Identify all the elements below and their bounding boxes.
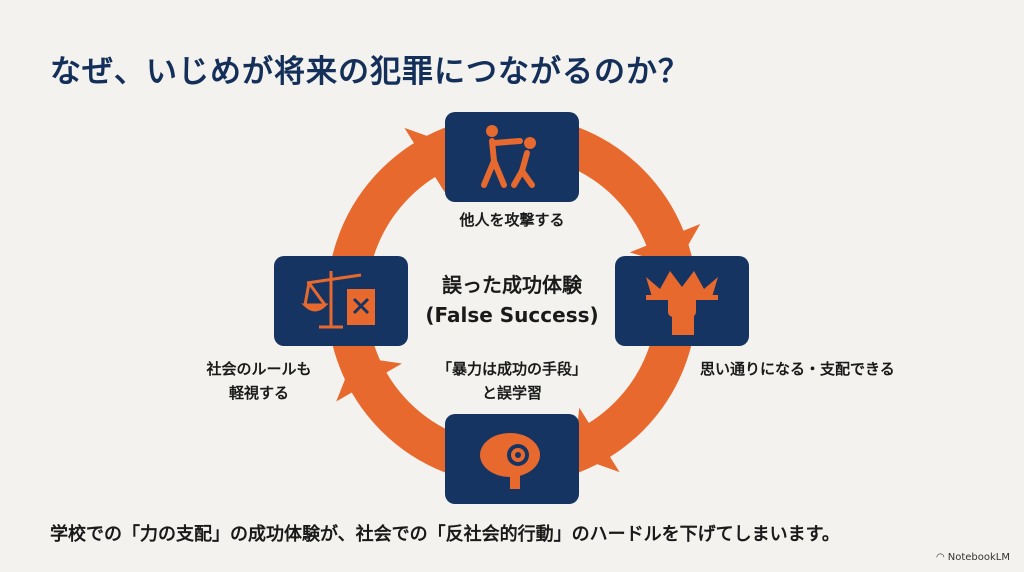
center-title: 誤った成功体験: [442, 273, 582, 297]
punch-icon: [481, 125, 536, 188]
arrowhead: [404, 127, 451, 193]
brand-name: NotebookLM: [947, 552, 1010, 563]
node-dominate: [615, 256, 749, 346]
notebooklm-icon: ◠: [936, 552, 945, 563]
fist-crown-icon: [646, 271, 718, 335]
node-dominate-label: 思い通りになる・支配できる: [700, 360, 895, 378]
node-ignore-rules-label: 社会のルールも 軽視する: [192, 357, 326, 405]
node-attack-label: 他人を攻撃する: [459, 211, 565, 229]
arrowhead: [629, 223, 701, 267]
label-line: 軽視する: [228, 384, 289, 402]
footer-summary: 学校での「力の支配」の成功体験が、社会での「反社会的行動」のハードルを下げてしま…: [50, 524, 840, 545]
arrowhead: [336, 356, 403, 402]
node-mislearn: [445, 414, 579, 504]
scale-book-icon: [301, 271, 375, 329]
label-line: 社会のルールも: [206, 360, 312, 378]
node-attack: [445, 112, 579, 202]
brand-logo: ◠ NotebookLM: [936, 552, 1010, 563]
center-caption: 誤った成功体験 (False Success): [412, 270, 612, 330]
mislearning-note: 「暴力は成功の手段」 と誤学習: [412, 357, 612, 405]
note-line: と誤学習: [481, 384, 542, 402]
node-ignore-rules: [274, 256, 408, 346]
brain-gear-icon: [480, 433, 540, 489]
arrowhead: [573, 407, 620, 473]
note-line: 「暴力は成功の手段」: [436, 360, 587, 378]
page-title: なぜ、いじめが将来の犯罪につながるのか？: [50, 54, 690, 90]
center-subtitle: (False Success): [425, 303, 599, 327]
